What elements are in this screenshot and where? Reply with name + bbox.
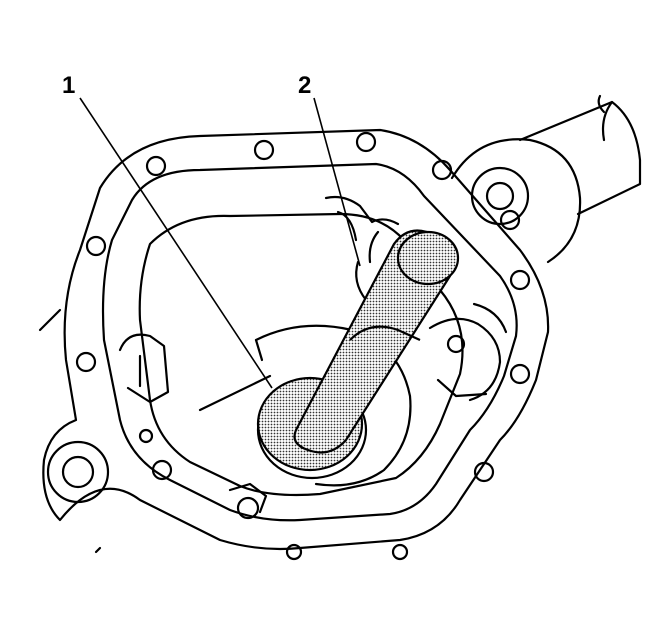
housing-inner-flange (101, 162, 518, 522)
flange-bolt-holes (75, 131, 531, 561)
bearing-cap-upper (324, 195, 400, 302)
seal-installer-tool (256, 229, 460, 480)
handle-collar (349, 325, 421, 342)
leader-line-2 (313, 97, 361, 267)
mounting-ear (46, 440, 110, 504)
leader-line-1 (79, 97, 273, 389)
handle-top-cap (396, 230, 460, 286)
axle-tube (518, 94, 642, 216)
bearing-adjuster (428, 302, 508, 402)
carrier-housing (198, 324, 412, 487)
callout-2: 2 (298, 72, 312, 99)
lower-left-boss (118, 333, 268, 514)
housing-outer-flange (42, 128, 550, 551)
callout-1: 1 (62, 72, 76, 99)
axle-boss (450, 138, 582, 264)
